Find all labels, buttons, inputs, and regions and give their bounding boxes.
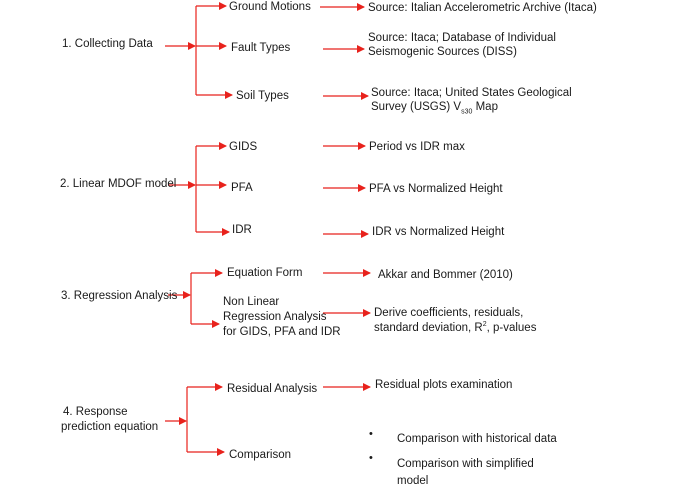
result-pfa: PFA vs Normalized Height bbox=[369, 183, 503, 195]
stage-4-label-line-2: prediction equation bbox=[61, 421, 159, 433]
item-ground-motions: Ground Motions bbox=[229, 1, 311, 13]
result-equation-form: Akkar and Bommer (2010) bbox=[378, 269, 513, 281]
bullet-1: • bbox=[369, 428, 373, 440]
result-fault-types-line-1: Source: Itaca; Database of Individual bbox=[368, 32, 556, 44]
result-residual-analysis: Residual plots examination bbox=[375, 379, 513, 391]
stage-4-label-line-1: 4. Response bbox=[63, 406, 128, 418]
result-fault-types-line-2: Seismogenic Sources (DISS) bbox=[368, 46, 517, 58]
item-comparison: Comparison bbox=[229, 449, 291, 461]
stage-2-label: 2. Linear MDOF model bbox=[60, 178, 177, 190]
item-soil-types: Soil Types bbox=[236, 90, 289, 102]
result-comparison-bullet-2: Comparison with simplified bbox=[397, 458, 534, 470]
item-equation-form: Equation Form bbox=[227, 267, 303, 279]
bullet-2: • bbox=[369, 452, 373, 464]
result-comparison-continuation: model bbox=[397, 475, 429, 487]
stage-3-label: 3. Regression Analysis bbox=[61, 290, 178, 302]
item-idr: IDR bbox=[232, 224, 252, 236]
result-comparison-bullet-1: Comparison with historical data bbox=[397, 433, 557, 445]
item-fault-types: Fault Types bbox=[231, 42, 291, 54]
item-pfa: PFA bbox=[231, 182, 253, 194]
result-nonlinear-line-2: standard deviation, R2, p-values bbox=[374, 321, 537, 334]
item-gids: GIDS bbox=[229, 141, 258, 153]
stage-1-label: 1. Collecting Data bbox=[62, 38, 153, 50]
item-nonlinear-line-3: for GIDS, PFA and IDR bbox=[223, 326, 341, 338]
result-gids: Period vs IDR max bbox=[369, 141, 465, 153]
result-soil-types-line-2: Survey (USGS) Vs30 Map bbox=[371, 101, 498, 116]
item-nonlinear-line-2: Regression Analysis bbox=[223, 311, 327, 323]
item-residual-analysis: Residual Analysis bbox=[227, 383, 318, 395]
result-nonlinear-line-1: Derive coefficients, residuals, bbox=[374, 307, 524, 319]
result-soil-types-line-1: Source: Itaca; United States Geological bbox=[371, 87, 572, 99]
item-nonlinear-line-1: Non Linear bbox=[223, 296, 280, 308]
result-idr: IDR vs Normalized Height bbox=[372, 226, 505, 238]
result-ground-motions: Source: Italian Accelerometric Archive (… bbox=[368, 2, 597, 14]
